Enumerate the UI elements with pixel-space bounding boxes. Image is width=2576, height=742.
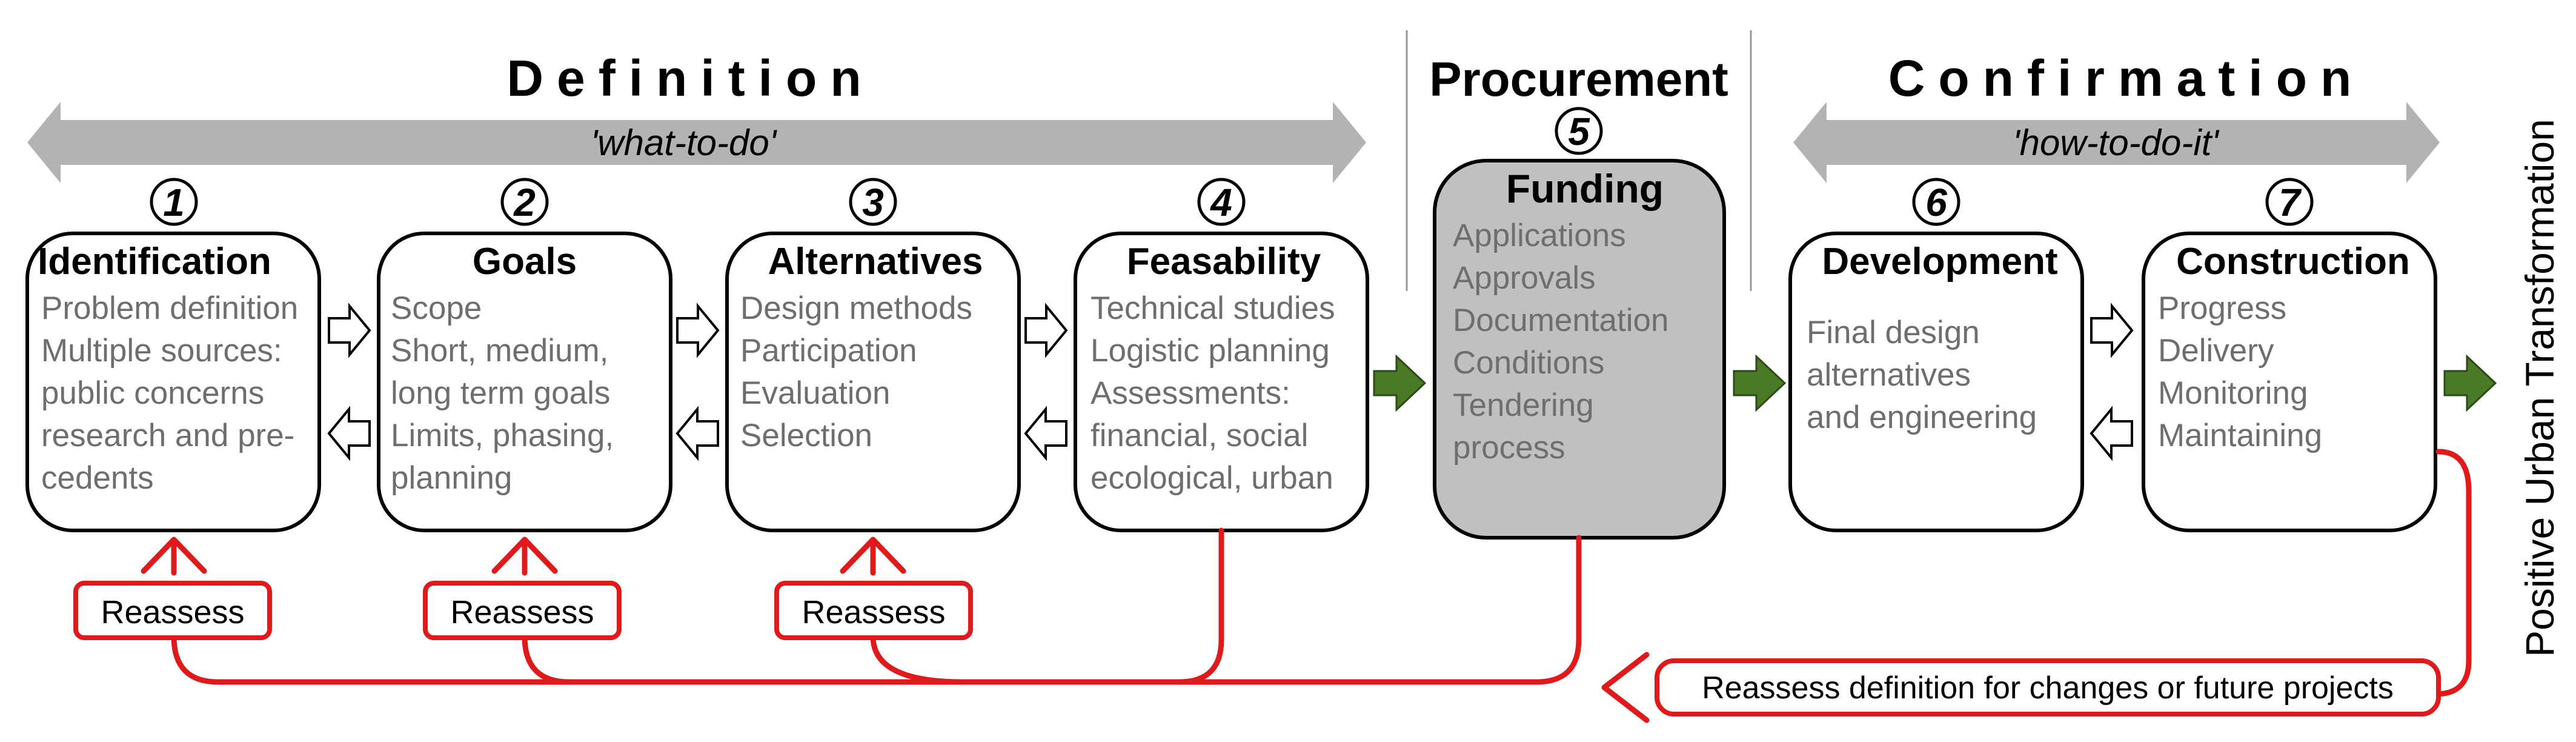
stage-lines-feasability: Technical studies Logistic planning Asse… — [1090, 290, 1335, 496]
svg-text:Conditions: Conditions — [1453, 345, 1604, 381]
outcome-label: Positive Urban Transformation — [2517, 119, 2562, 657]
procurement-phase-title: Procurement — [1429, 52, 1728, 106]
svg-text:2: 2 — [513, 181, 536, 224]
svg-text:research and pre-: research and pre- — [41, 418, 294, 453]
stage-number-2: 2 — [500, 178, 549, 226]
svg-text:Limits, phasing,: Limits, phasing, — [391, 418, 614, 453]
svg-text:Selection: Selection — [740, 418, 872, 453]
svg-text:and engineering: and engineering — [1807, 399, 2037, 435]
stage-title-funding: Funding — [1506, 166, 1664, 211]
svg-text:Assessments:: Assessments: — [1090, 375, 1290, 411]
stage-title-feasability: Feasability — [1127, 241, 1321, 282]
svg-text:3: 3 — [862, 181, 884, 224]
stage-box-development — [1788, 232, 2084, 532]
stage-number-1: 1 — [150, 178, 198, 226]
svg-text:7: 7 — [2279, 181, 2302, 224]
stage-lines-alternatives: Design methods Participation Evaluation … — [740, 290, 972, 453]
svg-text:Final design: Final design — [1807, 315, 1980, 350]
two-way-arrow-6-7 — [2090, 302, 2134, 461]
svg-text:Monitoring: Monitoring — [2158, 375, 2308, 411]
reassess-arrowheads — [141, 536, 906, 574]
stage-number-5: 5 — [1555, 107, 1603, 155]
confirmation-band-subtitle: 'how-to-do-it' — [2013, 122, 2220, 163]
stage-title-development: Development — [1822, 241, 2057, 282]
svg-text:Reassess: Reassess — [101, 594, 244, 630]
stage-box-identification — [25, 232, 321, 532]
stage-box-construction — [2142, 232, 2437, 532]
reassess-box-3: Reassess — [774, 581, 973, 640]
svg-text:Tendering: Tendering — [1453, 387, 1594, 423]
svg-text:Reassess definition for change: Reassess definition for changes or futur… — [1702, 670, 2394, 706]
stage-title-alternatives: Alternatives — [768, 241, 983, 282]
svg-text:Problem definition: Problem definition — [41, 290, 298, 326]
stage-number-4: 4 — [1197, 178, 1246, 226]
stage-lines-funding: Applications Approvals Documentation Con… — [1453, 218, 1668, 466]
reassess-box-2: Reassess — [423, 581, 622, 640]
definition-phase-title: Definition — [506, 50, 874, 107]
definition-band-arrow — [27, 102, 1366, 183]
svg-text:1: 1 — [163, 181, 185, 224]
stage-title-identification: Identification — [38, 241, 271, 282]
stage-number-3: 3 — [849, 178, 897, 226]
stage-number-6: 6 — [1912, 178, 1960, 226]
svg-text:long term goals: long term goals — [391, 375, 610, 411]
feedback-lines — [171, 449, 2472, 697]
svg-text:financial, social: financial, social — [1090, 418, 1308, 453]
svg-text:Applications: Applications — [1453, 218, 1626, 253]
flow-arrow-5-6 — [1733, 354, 1787, 412]
two-way-arrow-1-2 — [327, 302, 371, 461]
svg-text:Design methods: Design methods — [740, 290, 972, 326]
two-way-arrow-2-3 — [676, 302, 720, 461]
svg-text:Approvals: Approvals — [1453, 260, 1596, 296]
stage-box-alternatives — [725, 232, 1021, 532]
svg-text:Reassess: Reassess — [450, 594, 594, 630]
stage-title-goals: Goals — [473, 241, 577, 282]
flow-arrow-7-outcome — [2443, 354, 2497, 412]
reassess-box-1: Reassess — [73, 581, 272, 640]
svg-text:alternatives: alternatives — [1807, 357, 1971, 393]
two-way-arrow-3-4 — [1024, 302, 1068, 461]
svg-text:Scope: Scope — [391, 290, 482, 326]
svg-text:Short, medium,: Short, medium, — [391, 333, 608, 369]
stage-lines-goals: Scope Short, medium, long term goals Lim… — [391, 290, 614, 496]
stage-title-construction: Construction — [2176, 241, 2410, 282]
stage-lines-identification: Problem definition Multiple sources: pub… — [41, 290, 298, 496]
svg-text:planning: planning — [391, 460, 512, 496]
flow-arrow-4-5 — [1373, 354, 1427, 412]
svg-text:Technical studies: Technical studies — [1090, 290, 1335, 326]
stage-number-7: 7 — [2265, 178, 2314, 226]
svg-text:Maintaining: Maintaining — [2158, 418, 2322, 453]
svg-text:Evaluation: Evaluation — [740, 375, 891, 411]
svg-text:public concerns: public concerns — [41, 375, 264, 411]
feedback-chevron-icon — [1601, 652, 1650, 723]
definition-band-subtitle: 'what-to-do' — [591, 122, 778, 163]
svg-text:Participation: Participation — [740, 333, 917, 369]
svg-text:Logistic planning: Logistic planning — [1090, 333, 1330, 369]
stage-lines-construction: Progress Delivery Monitoring Maintaining — [2158, 290, 2322, 453]
svg-text:cedents: cedents — [41, 460, 154, 496]
svg-text:Documentation: Documentation — [1453, 302, 1668, 338]
svg-text:4: 4 — [1209, 181, 1232, 224]
confirmation-phase-title: Confirmation — [1888, 50, 2365, 107]
stage-box-goals — [377, 232, 672, 532]
confirmation-band-arrow — [1793, 102, 2440, 183]
svg-text:Delivery: Delivery — [2158, 333, 2274, 369]
svg-text:Multiple sources:: Multiple sources: — [41, 333, 282, 369]
svg-text:6: 6 — [1925, 181, 1947, 224]
svg-text:process: process — [1453, 430, 1565, 466]
stage-lines-development: Final design alternatives and engineerin… — [1807, 315, 2037, 435]
svg-text:Reassess: Reassess — [802, 594, 945, 630]
svg-text:Progress: Progress — [2158, 290, 2286, 326]
feedback-label-box: Reassess definition for changes or futur… — [1655, 658, 2441, 717]
svg-text:ecological, urban: ecological, urban — [1090, 460, 1333, 496]
svg-text:5: 5 — [1568, 110, 1590, 153]
